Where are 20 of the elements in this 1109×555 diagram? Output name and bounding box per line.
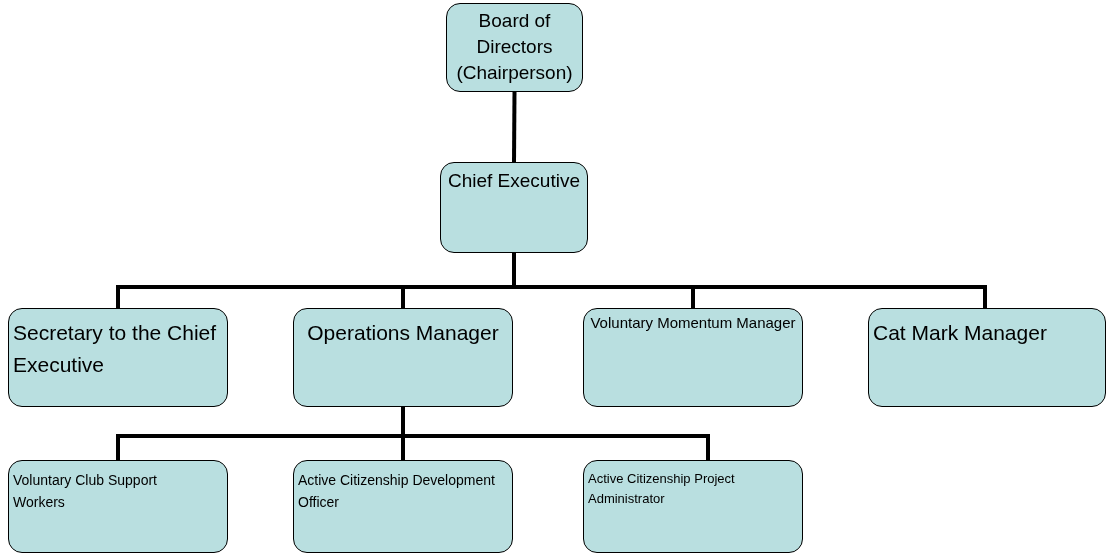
org-box [440,162,588,253]
role-title: Active Citizenship Development Officer [298,471,496,512]
role-title: Active Citizenship Project Administrator [588,470,736,508]
org-box [868,308,1106,407]
role-title: Operations Manager [306,320,500,346]
org-box [293,460,513,553]
org-box [446,3,583,92]
org-box [583,460,803,553]
connector-line [512,253,987,308]
org-box [8,308,228,407]
role-title: Secretary to the Chief Executive [13,320,218,378]
org-box [583,308,803,407]
role-title: Cat Mark Manager [873,320,1048,346]
org-box [293,308,513,407]
role-title: Voluntary Club Support Workers [13,471,158,512]
connector-line [512,92,517,162]
org-box [8,460,228,553]
role-title: Chief Executive [447,169,581,193]
role-title: Board of Directors (Chairperson) [455,9,574,85]
role-title: Voluntary Momentum Manager [589,313,797,333]
